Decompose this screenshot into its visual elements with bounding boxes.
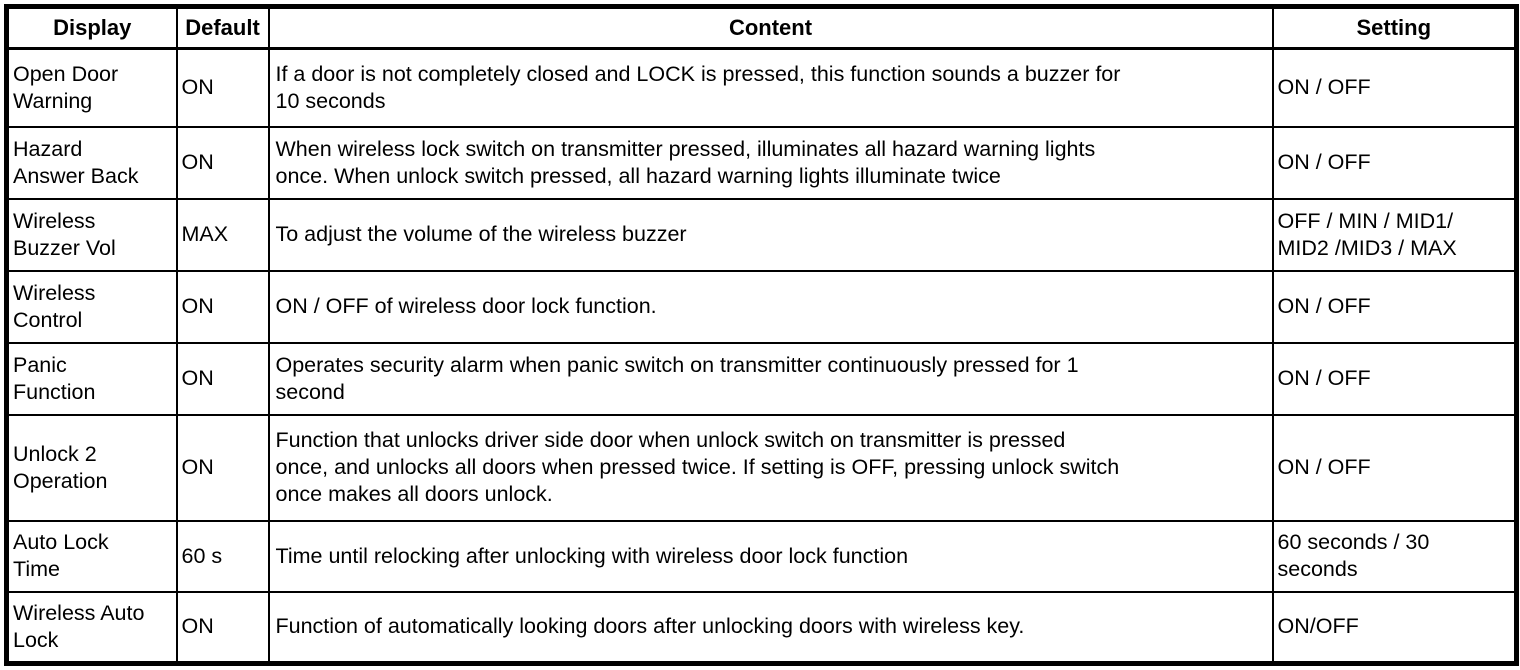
cell-display: Open Door Warning (5, 47, 178, 128)
table-row: Hazard Answer Back ON When wireless lock… (5, 125, 1518, 200)
cell-display: Panic Function (5, 341, 178, 416)
table-row: Wireless Auto Lock ON Function of automa… (5, 590, 1518, 665)
cell-setting: ON/OFF (1271, 590, 1518, 665)
cell-content: Time until relocking after unlocking wit… (267, 519, 1274, 593)
cell-default: ON (175, 125, 270, 200)
cell-display: Unlock 2 Operation (5, 413, 178, 522)
table-row: Auto Lock Time 60 s Time until relocking… (5, 519, 1518, 593)
cell-default: ON (175, 269, 270, 344)
cell-setting: ON / OFF (1271, 413, 1518, 522)
cell-setting: ON / OFF (1271, 125, 1518, 200)
cell-setting: ON / OFF (1271, 269, 1518, 344)
cell-content: ON / OFF of wireless door lock function. (267, 269, 1274, 344)
cell-setting: ON / OFF (1271, 341, 1518, 416)
table-row: Wireless Control ON ON / OFF of wireless… (5, 269, 1518, 344)
table-row: Unlock 2 Operation ON Function that unlo… (5, 413, 1518, 522)
cell-content: To adjust the volume of the wireless buz… (267, 197, 1274, 272)
cell-setting: OFF / MIN / MID1/ MID2 /MID3 / MAX (1271, 197, 1518, 272)
cell-setting: 60 seconds / 30 seconds (1271, 519, 1518, 593)
cell-display: Hazard Answer Back (5, 125, 178, 200)
cell-content: Operates security alarm when panic switc… (267, 341, 1274, 416)
cell-default: ON (175, 590, 270, 665)
cell-default: ON (175, 341, 270, 416)
table-body: Open Door Warning ON If a door is not co… (5, 47, 1518, 665)
column-header-default: Default (175, 5, 270, 50)
table-header: Display Default Content Setting (5, 5, 1518, 50)
cell-display: Auto Lock Time (5, 519, 178, 593)
cell-default: ON (175, 47, 270, 128)
table-row: Wireless Buzzer Vol MAX To adjust the vo… (5, 197, 1518, 272)
cell-setting: ON / OFF (1271, 47, 1518, 128)
table-row: Open Door Warning ON If a door is not co… (5, 47, 1518, 128)
column-header-content: Content (267, 5, 1274, 50)
cell-default: MAX (175, 197, 270, 272)
cell-display: Wireless Auto Lock (5, 590, 178, 665)
table-row: Panic Function ON Operates security alar… (5, 341, 1518, 416)
header-row: Display Default Content Setting (5, 5, 1518, 50)
cell-display: Wireless Buzzer Vol (5, 197, 178, 272)
cell-content: When wireless lock switch on transmitter… (267, 125, 1274, 200)
cell-default: 60 s (175, 519, 270, 593)
column-header-setting: Setting (1271, 5, 1518, 50)
cell-content: Function of automatically looking doors … (267, 590, 1274, 665)
cell-default: ON (175, 413, 270, 522)
cell-content: Function that unlocks driver side door w… (267, 413, 1274, 522)
column-header-display: Display (5, 5, 178, 50)
cell-display: Wireless Control (5, 269, 178, 344)
wireless-door-lock-settings-table: Display Default Content Setting Open Doo… (4, 4, 1519, 666)
document-page: Display Default Content Setting Open Doo… (4, 4, 1519, 666)
cell-content: If a door is not completely closed and L… (267, 47, 1274, 128)
